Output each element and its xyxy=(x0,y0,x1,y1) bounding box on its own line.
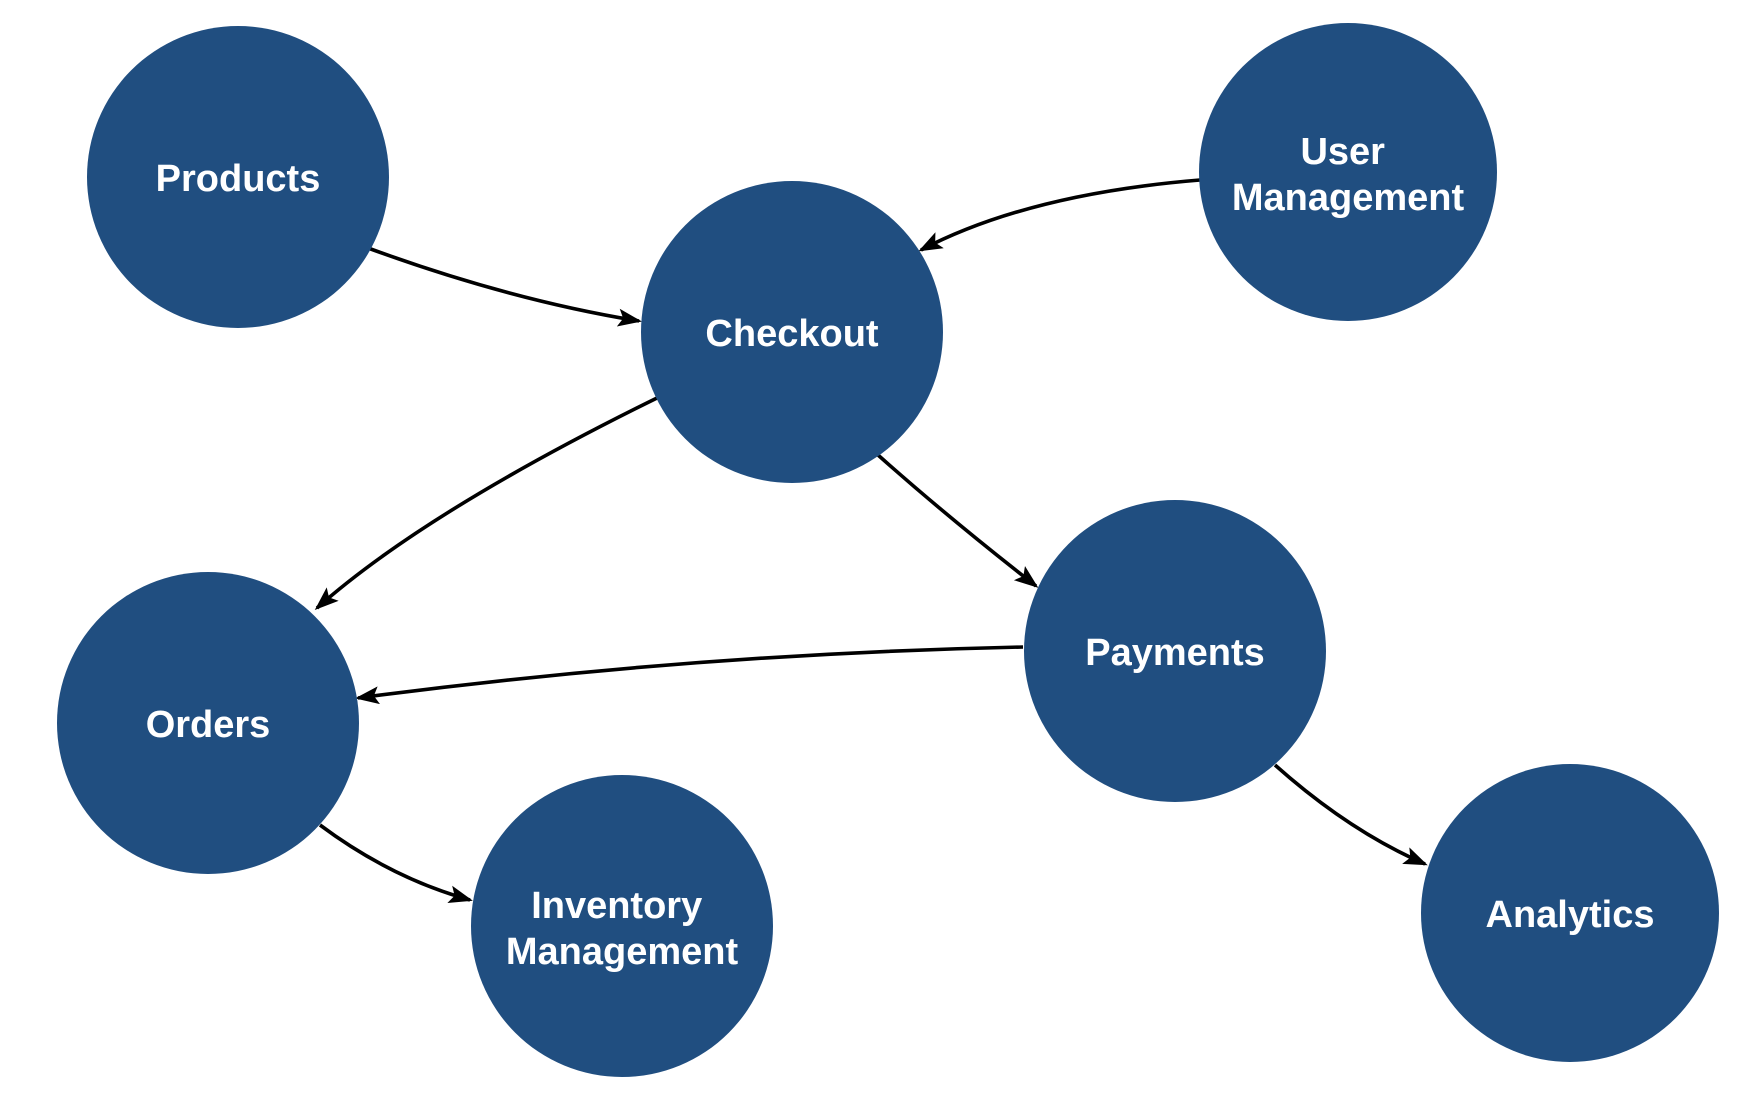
node-user-management-label-line1: User xyxy=(1300,131,1385,173)
node-products: Products xyxy=(87,26,389,328)
node-inventory-management-label-line2: Management xyxy=(506,931,739,973)
edge-checkout-to-orders xyxy=(314,396,658,610)
node-user-management-circle xyxy=(1199,23,1497,321)
node-checkout: Checkout xyxy=(641,181,943,483)
edge-products-to-checkout xyxy=(367,246,642,327)
node-checkout-label: Checkout xyxy=(705,313,878,355)
node-payments: Payments xyxy=(1024,500,1326,802)
edge-orders-to-inventory-management xyxy=(318,823,473,904)
node-inventory-management-label: Inventory Management xyxy=(506,885,739,973)
node-user-management: User Management xyxy=(1199,23,1497,321)
node-user-management-label-line2: Management xyxy=(1232,177,1465,219)
node-orders-circle xyxy=(57,572,359,874)
node-inventory-management: Inventory Management xyxy=(471,775,773,1077)
edge-payments-to-analytics xyxy=(1273,763,1428,866)
edge-payments-to-orders xyxy=(355,645,1024,705)
node-products-circle xyxy=(87,26,389,328)
edge-user-management-to-checkout xyxy=(918,178,1201,252)
node-analytics: Analytics xyxy=(1421,764,1719,1062)
edge-checkout-to-payments xyxy=(876,453,1039,588)
node-payments-label: Payments xyxy=(1085,632,1265,674)
node-orders-label: Orders xyxy=(146,704,271,746)
node-payments-circle xyxy=(1024,500,1326,802)
node-user-management-label: User Management xyxy=(1232,131,1465,219)
node-analytics-circle xyxy=(1421,764,1719,1062)
node-inventory-management-circle xyxy=(471,775,773,1077)
node-orders: Orders xyxy=(57,572,359,874)
node-inventory-management-label-line1: Inventory xyxy=(531,885,702,927)
node-analytics-label: Analytics xyxy=(1486,894,1655,936)
node-products-label: Products xyxy=(156,158,321,200)
node-checkout-circle xyxy=(641,181,943,483)
